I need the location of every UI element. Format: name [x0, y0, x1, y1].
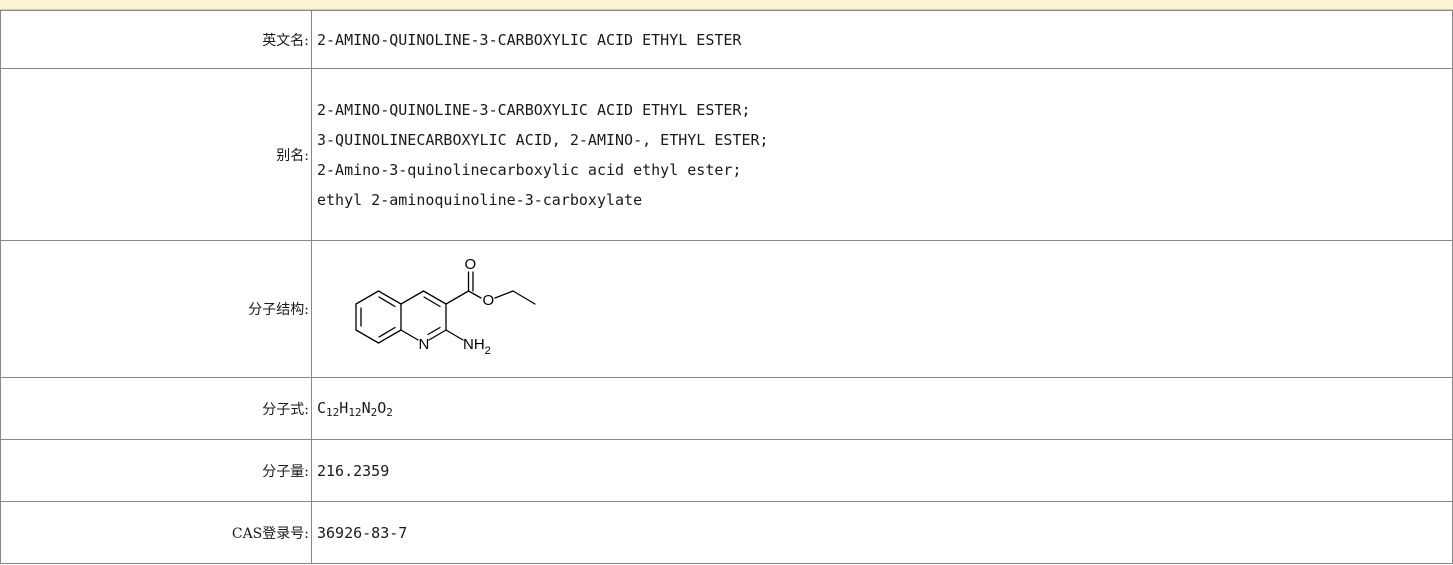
- cas-label: CAS登录号:: [0, 501, 312, 564]
- alias-item: 3-QUINOLINECARBOXYLIC ACID, 2-AMINO-, ET…: [317, 130, 769, 149]
- english-name-label: 英文名:: [0, 10, 312, 69]
- alias-item: 2-AMINO-QUINOLINE-3-CARBOXYLIC ACID ETHY…: [317, 100, 751, 119]
- amine-group: NH2: [463, 336, 491, 357]
- molecular-weight-value: 216.2359: [311, 439, 1453, 502]
- molecular-weight-label: 分子量:: [0, 439, 312, 502]
- amine-subscript: 2: [485, 345, 491, 357]
- row-formula: 分子式: C12H12N2O2: [0, 377, 1453, 440]
- row-structure: 分子结构:: [0, 240, 1453, 378]
- formula-count: 12: [348, 405, 362, 419]
- row-english-name: 英文名: 2-AMINO-QUINOLINE-3-CARBOXYLIC ACID…: [0, 10, 1453, 69]
- formula-count: 2: [370, 405, 378, 419]
- aliases-value: 2-AMINO-QUINOLINE-3-CARBOXYLIC ACID ETHY…: [311, 68, 1453, 241]
- structure-label: 分子结构:: [0, 240, 312, 378]
- compound-info-table: 英文名: 2-AMINO-QUINOLINE-3-CARBOXYLIC ACID…: [0, 10, 1453, 564]
- header-strip: [0, 0, 1453, 10]
- row-cas-number: CAS登录号: 36926-83-7: [0, 501, 1453, 564]
- row-aliases: 别名: 2-AMINO-QUINOLINE-3-CARBOXYLIC ACID …: [0, 68, 1453, 241]
- formula-element: H: [339, 398, 349, 417]
- formula-element: N: [361, 398, 371, 417]
- molecular-structure-image: O O N NH2: [355, 256, 536, 357]
- cas-value: 36926-83-7: [311, 501, 1453, 564]
- aliases-label: 别名:: [0, 68, 312, 241]
- formula-element: C: [317, 398, 327, 417]
- oxygen-ester-atom: O: [483, 292, 495, 309]
- oxygen-carbonyl-atom: O: [465, 256, 477, 273]
- alias-item: 2-Amino-3-quinolinecarboxylic acid ethyl…: [317, 160, 742, 179]
- alias-item: ethyl 2-aminoquinoline-3-carboxylate: [317, 190, 643, 209]
- formula-count: 2: [386, 405, 393, 419]
- ring-nitrogen-atom: N: [419, 336, 430, 353]
- row-molecular-weight: 分子量: 216.2359: [0, 439, 1453, 502]
- formula-value: C12H12N2O2: [311, 377, 1453, 440]
- amine-label: NH: [463, 336, 485, 353]
- formula-label: 分子式:: [0, 377, 312, 440]
- formula-element: O: [377, 398, 387, 417]
- structure-value: O O N NH2: [311, 240, 1453, 378]
- english-name-value: 2-AMINO-QUINOLINE-3-CARBOXYLIC ACID ETHY…: [311, 10, 1453, 69]
- formula-count: 12: [326, 405, 340, 419]
